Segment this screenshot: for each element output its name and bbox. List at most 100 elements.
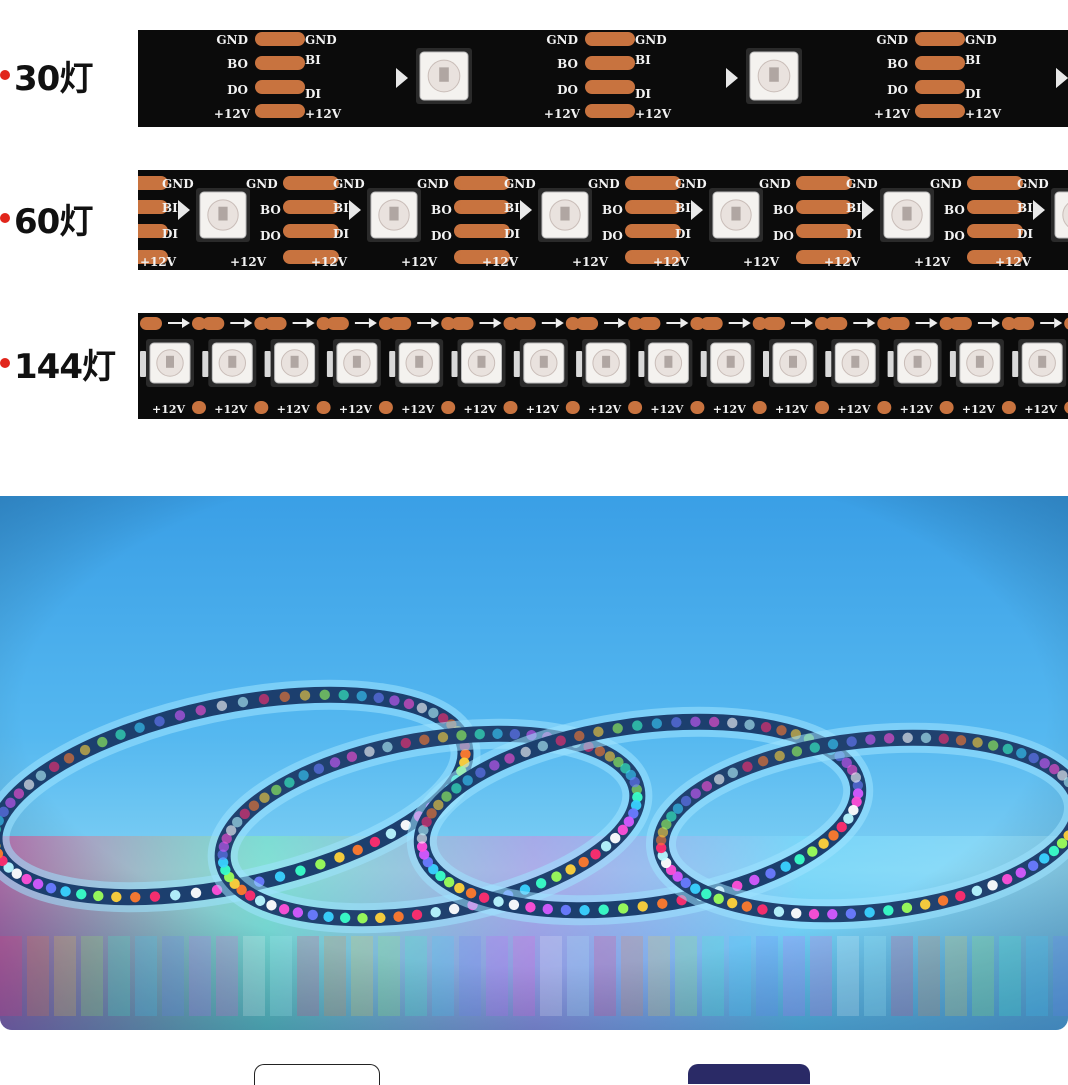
pad-label-bo: BO — [887, 57, 908, 71]
pad-label-gnd: GND — [588, 177, 620, 191]
copper-pad — [802, 176, 852, 190]
pad-label-bi: BI — [305, 53, 321, 67]
copper-pad — [289, 176, 339, 190]
led-chip — [520, 339, 568, 387]
pad-label-do: DO — [602, 229, 623, 243]
copper-pad — [255, 32, 305, 46]
pad-label-12v: +12V — [152, 403, 186, 416]
direction-arrow-icon — [349, 200, 361, 220]
copper-pad — [452, 317, 474, 330]
led-chip — [644, 339, 692, 387]
led-chip — [146, 339, 194, 387]
thumbnail-row — [0, 1046, 1068, 1070]
copper-pad — [1012, 317, 1034, 330]
copper-pad — [576, 317, 598, 330]
led-chip — [707, 339, 755, 387]
led-chip — [395, 339, 443, 387]
led-chip — [538, 188, 592, 242]
led-chip — [746, 48, 802, 104]
pad-label-bi: BI — [1017, 201, 1033, 215]
direction-arrow-icon — [556, 318, 564, 328]
pad-label-di: DI — [333, 227, 349, 241]
copper-pad — [379, 401, 393, 414]
pad-label-di: DI — [846, 227, 862, 241]
led-chip — [956, 339, 1004, 387]
pad-label-12v: +12V — [824, 255, 861, 269]
pad-label-gnd: GND — [246, 177, 278, 191]
pad-label-12v: +12V — [900, 403, 934, 416]
copper-pad — [1064, 401, 1068, 414]
pad-label-bo: BO — [431, 203, 452, 217]
direction-arrow-icon — [307, 318, 315, 328]
pad-label-bo: BO — [227, 57, 248, 71]
copper-pad — [888, 317, 910, 330]
copper-pad — [254, 401, 268, 414]
pad-label-12v: +12V — [526, 403, 560, 416]
thumbnail-option[interactable] — [254, 1064, 380, 1085]
copper-pad — [877, 401, 891, 414]
pad-label-12v: +12V — [588, 403, 622, 416]
copper-pad — [389, 317, 411, 330]
pad-label-do: DO — [557, 83, 578, 97]
pad-label-gnd: GND — [759, 177, 791, 191]
pad-label-12v: +12V — [775, 403, 809, 416]
led-chip — [416, 48, 472, 104]
variant-label-60: 60灯 — [0, 198, 92, 238]
direction-arrow-icon — [992, 318, 1000, 328]
pad-label-12v: +12V — [544, 107, 581, 121]
pad-label-12v: +12V — [995, 255, 1032, 269]
direction-arrow-icon — [867, 318, 875, 328]
pad-label-di: DI — [965, 87, 981, 101]
copper-pad — [701, 317, 723, 330]
led-strip-144: +12V+12V+12V+12V+12V+12V+12V+12V+12V+12V… — [138, 313, 1068, 419]
pad-label-di: DI — [305, 87, 321, 101]
variant-label-text: 30灯 — [14, 51, 92, 100]
copper-pad — [289, 200, 339, 214]
copper-pad — [628, 401, 642, 414]
direction-arrow-icon — [743, 318, 751, 328]
copper-pad — [585, 32, 635, 46]
direction-arrow-icon — [431, 318, 439, 328]
copper-pad — [327, 317, 349, 330]
copper-pad — [950, 317, 972, 330]
pad-label-12v: +12V — [743, 255, 780, 269]
copper-pad — [915, 80, 965, 94]
pad-label-12v: +12V — [653, 255, 690, 269]
pad-label-gnd: GND — [504, 177, 536, 191]
pad-label-12v: +12V — [572, 255, 609, 269]
led-chip — [208, 339, 256, 387]
led-chip — [709, 188, 763, 242]
direction-arrow-icon — [680, 318, 688, 328]
pad-label-bi: BI — [846, 201, 862, 215]
pad-label-di: DI — [162, 227, 178, 241]
direction-arrow-icon — [1054, 318, 1062, 328]
led-chip — [196, 188, 250, 242]
led-chip — [769, 339, 817, 387]
pad-label-12v: +12V — [635, 107, 672, 121]
pad-label-gnd: GND — [965, 33, 997, 47]
copper-pad — [690, 401, 704, 414]
copper-pad — [140, 317, 162, 330]
thumbnail-option[interactable] — [688, 1064, 810, 1084]
pad-label-do: DO — [227, 83, 248, 97]
copper-pad — [255, 104, 305, 118]
copper-pad — [815, 401, 829, 414]
copper-pad — [504, 401, 518, 414]
direction-arrow-icon — [691, 200, 703, 220]
copper-pad — [202, 317, 224, 330]
pad-label-gnd: GND — [216, 33, 248, 47]
copper-pad — [973, 176, 1023, 190]
variant-label-144: 144灯 — [0, 343, 115, 383]
pad-label-12v: +12V — [339, 403, 373, 416]
copper-pad — [638, 317, 660, 330]
copper-pad — [460, 200, 510, 214]
led-strip-photo-graphic — [0, 496, 1068, 1030]
pad-label-bi: BI — [965, 53, 981, 67]
copper-pad — [973, 224, 1023, 238]
copper-pad — [1002, 401, 1016, 414]
pad-label-12v: +12V — [311, 255, 348, 269]
led-chip — [1051, 188, 1068, 242]
pad-label-12v: +12V — [214, 107, 251, 121]
